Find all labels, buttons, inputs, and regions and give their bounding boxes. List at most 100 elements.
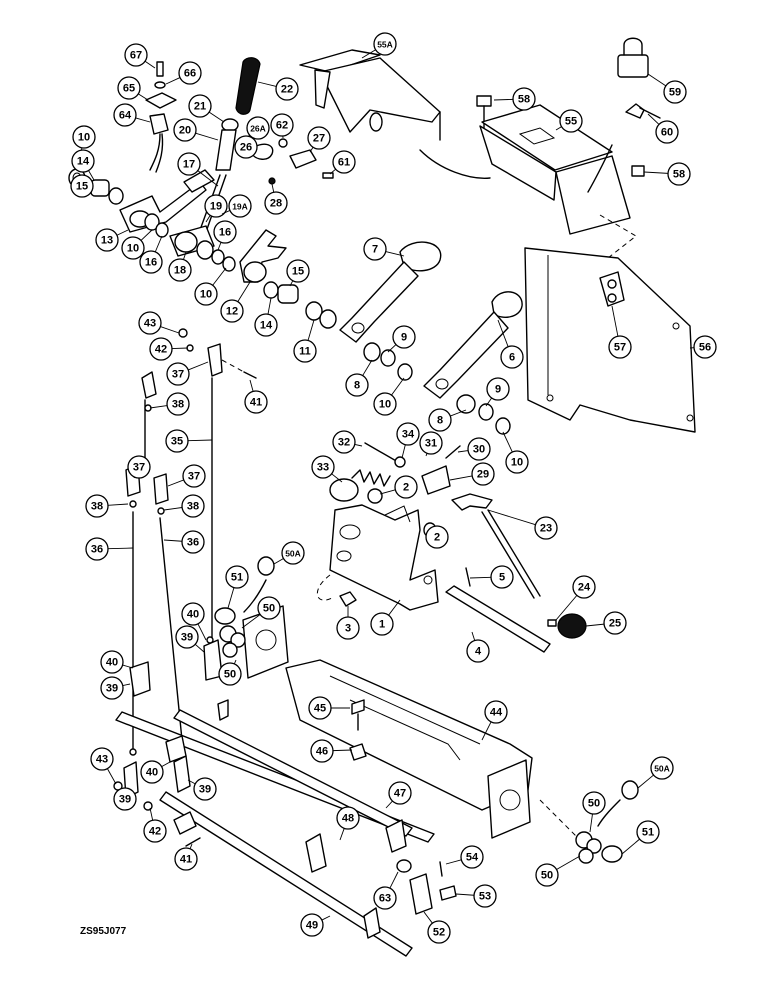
callout-label: 15 [76, 181, 88, 193]
callout-label: 34 [402, 429, 415, 441]
callout-leader [450, 476, 472, 480]
callout-leader [258, 82, 276, 86]
callout-leader [150, 808, 153, 820]
washer-11b [320, 310, 336, 328]
callout-leader [557, 856, 580, 870]
callout-41: 41 [175, 844, 197, 870]
callout-11: 11 [294, 320, 316, 362]
callout-62: 62 [271, 114, 293, 138]
callout-leader [472, 632, 475, 641]
callout-leader [168, 480, 184, 486]
callout-67: 67 [125, 44, 155, 68]
callout-leader [268, 298, 271, 314]
block-1-dash [317, 575, 332, 600]
callout-label: 13 [101, 235, 113, 247]
callout-leader [470, 577, 491, 578]
callout-label: 17 [183, 159, 195, 171]
pin-5 [466, 568, 470, 586]
callout-label: 39 [106, 683, 118, 695]
plate-65 [146, 93, 176, 108]
callout-leader [141, 230, 152, 240]
link-27 [290, 150, 316, 168]
callout-21: 21 [189, 95, 224, 122]
lock-bracket-assembly [300, 38, 695, 432]
callout-label: 56 [699, 342, 711, 354]
callout-label: 45 [314, 703, 326, 715]
callout-label: 66 [184, 68, 196, 80]
callout-leader [123, 684, 130, 686]
clevis-37b [142, 372, 156, 398]
cap-33 [330, 479, 358, 501]
clevis-37d [154, 474, 168, 504]
screw-61 [323, 173, 333, 178]
plate-29 [422, 466, 450, 494]
callout-8: 8 [429, 409, 466, 431]
callout-38: 38 [86, 495, 128, 517]
callout-49: 49 [301, 914, 330, 936]
callout-leader [136, 118, 150, 122]
callout-20: 20 [174, 119, 218, 141]
callout-label: 9 [495, 384, 501, 396]
callout-12: 12 [221, 282, 250, 322]
callout-leader [648, 114, 659, 124]
lever-12-hub [244, 262, 266, 282]
callout-leader [172, 348, 188, 349]
callout-label: 63 [379, 893, 391, 905]
nut-57b [608, 294, 616, 302]
ball-28 [269, 178, 275, 184]
callout-38: 38 [164, 495, 204, 517]
callout-36: 36 [164, 531, 204, 553]
callout-label: 49 [306, 920, 318, 932]
callout-label: 42 [155, 344, 167, 356]
callout-39: 39 [114, 788, 136, 810]
callout-43: 43 [139, 312, 179, 334]
callout-15: 15 [71, 175, 93, 197]
bolt-67 [157, 62, 163, 76]
callout-leader [274, 559, 283, 564]
callout-35: 35 [166, 430, 212, 452]
callout-30: 30 [458, 438, 490, 460]
washer-16b [212, 250, 224, 264]
callout-label: 14 [260, 320, 273, 332]
callout-label: 50 [224, 669, 236, 681]
callout-37: 37 [128, 456, 150, 478]
callout-50: 50 [536, 856, 580, 886]
callout-34: 34 [397, 423, 419, 458]
callout-label: 37 [172, 369, 184, 381]
callout-leader [196, 133, 218, 140]
callout-label: 31 [425, 438, 437, 450]
callout-label: 4 [475, 646, 482, 658]
callout-47: 47 [386, 782, 411, 808]
lever-18-hub [175, 232, 197, 252]
clevis-37a [208, 344, 222, 376]
callout-label: 50A [654, 764, 670, 774]
callout-41: 41 [245, 380, 267, 413]
callout-label: 43 [96, 754, 108, 766]
callout-leader [590, 814, 592, 832]
callout-label: 25 [609, 618, 621, 630]
callout-label: 35 [171, 436, 183, 448]
callout-56: 56 [690, 336, 716, 358]
callout-60: 60 [648, 114, 678, 143]
washer-10d [496, 418, 510, 434]
callout-37: 37 [167, 362, 208, 385]
callout-leader [117, 230, 128, 235]
callout-18: 18 [169, 252, 191, 281]
callout-label: 29 [477, 469, 489, 481]
callout-40: 40 [141, 761, 170, 783]
callout-label: 47 [394, 788, 406, 800]
callout-label: 39 [199, 784, 211, 796]
clamp-64 [150, 114, 168, 134]
callout-leader [456, 894, 474, 895]
callout-label: 43 [144, 318, 156, 330]
callout-22: 22 [258, 78, 298, 100]
callout-32: 32 [333, 431, 362, 453]
callout-leader [340, 828, 344, 840]
callout-label: 2 [403, 482, 409, 494]
callout-leader [333, 750, 352, 751]
callout-label: 18 [174, 265, 186, 277]
callout-label: 51 [642, 827, 654, 839]
callout-label: 37 [133, 462, 145, 474]
callout-leader [188, 362, 208, 370]
shaft-bracket-3 [306, 834, 326, 872]
